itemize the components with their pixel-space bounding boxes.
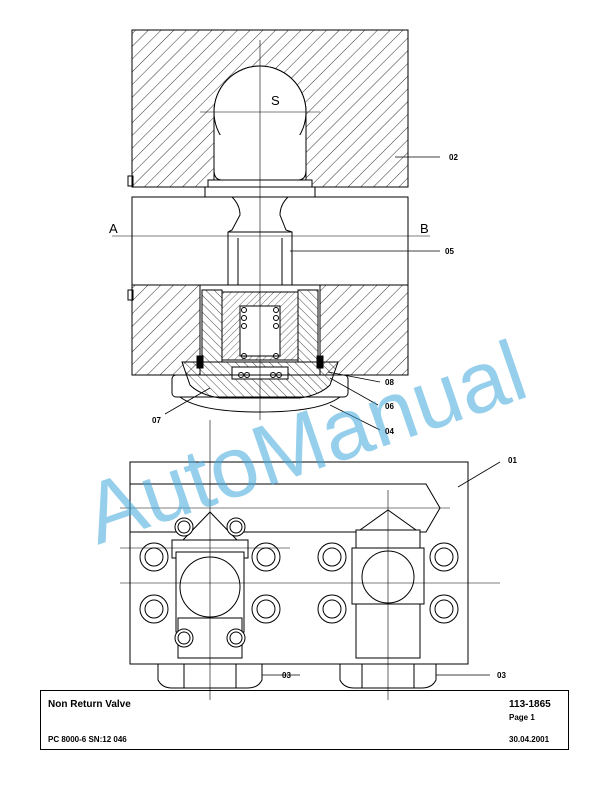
callout-07: 07	[152, 416, 161, 425]
part-number: 113-1865	[509, 699, 551, 710]
spring-coils	[241, 307, 279, 359]
valve-body-outline	[129, 461, 469, 665]
callout-03-left: 03	[282, 671, 291, 680]
o-ring-left	[196, 355, 204, 369]
section-view	[112, 29, 430, 420]
callout-03-right: 03	[497, 671, 506, 680]
leader-lines	[164, 156, 440, 431]
callout-06: 06	[385, 402, 394, 411]
bolts	[139, 517, 459, 648]
page-number: Page 1	[509, 713, 535, 722]
port-s-label: S	[271, 93, 280, 108]
port-a-label: A	[109, 221, 118, 236]
threaded-insert	[201, 289, 223, 363]
drawing-date: 30.04.2001	[509, 735, 550, 744]
callout-05: 05	[445, 247, 454, 256]
callout-08: 08	[385, 378, 394, 387]
drawing-title: Non Return Valve	[48, 699, 131, 710]
title-block: Non Return Valve 113-1865 Page 1 PC 8000…	[40, 690, 569, 750]
callout-04: 04	[385, 427, 394, 436]
port-b-label: B	[420, 221, 429, 236]
callout-01: 01	[508, 456, 517, 465]
machine-serial: PC 8000-6 SN:12 046	[48, 735, 127, 744]
plan-view	[120, 420, 500, 700]
callout-02: 02	[449, 153, 458, 162]
o-ring-right	[316, 355, 324, 369]
